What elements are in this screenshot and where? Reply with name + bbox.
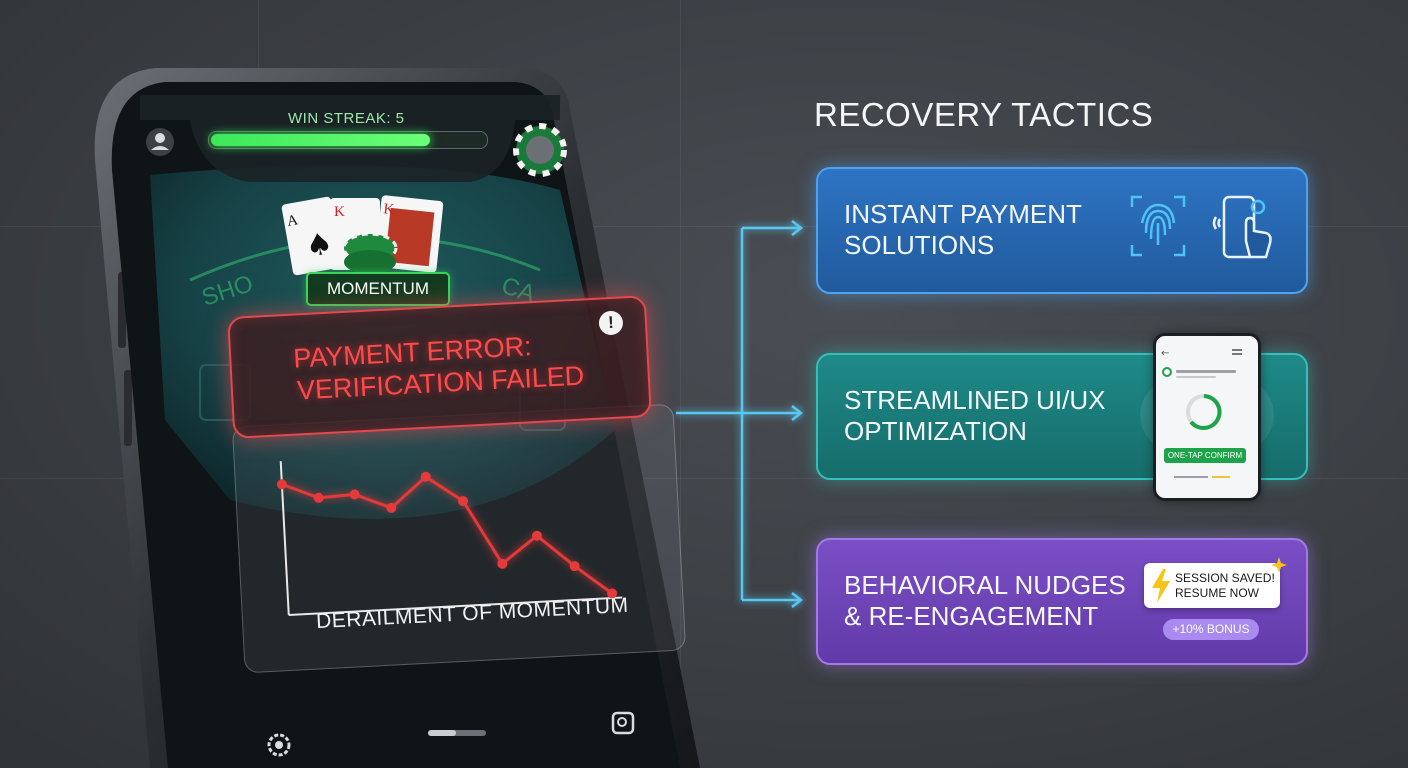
chart-point — [386, 502, 397, 513]
tactic-card-instant-payment: INSTANT PAYMENT SOLUTIONS — [816, 167, 1308, 294]
bg-grid-line — [0, 226, 1408, 227]
tap-to-pay-icon — [1212, 195, 1272, 259]
lightning-icon — [1152, 569, 1170, 603]
tactic-title-line: SOLUTIONS — [844, 230, 995, 260]
payment-error-alert: PAYMENT ERROR: VERIFICATION FAILED ! — [227, 295, 652, 439]
placeholder-line — [1212, 476, 1230, 478]
menu-icon — [1232, 353, 1242, 355]
fingerprint-icon — [1130, 195, 1186, 257]
menu-icon — [1232, 349, 1242, 351]
profile-icon[interactable] — [146, 128, 174, 156]
session-saved-notification[interactable]: SESSION SAVED! RESUME NOW — [1144, 557, 1287, 608]
chart-point — [569, 561, 580, 572]
tactic-title: STREAMLINED UI/UX OPTIMIZATION — [844, 385, 1106, 447]
placeholder-line — [1174, 476, 1208, 478]
bg-grid-line — [680, 0, 681, 768]
notification-action: RESUME NOW — [1175, 586, 1259, 600]
chart-point — [313, 492, 324, 503]
momentum-badge: MOMENTUM — [306, 272, 450, 306]
one-tap-confirm-button[interactable]: ONE-TAP CONFIRM — [1164, 448, 1246, 463]
chart-point — [607, 588, 618, 599]
momentum-chart-card — [231, 403, 687, 674]
card-label: K — [334, 204, 345, 220]
tactic-title-line: STREAMLINED UI/UX — [844, 385, 1106, 415]
volume-button — [124, 370, 132, 446]
chart-point — [420, 471, 431, 482]
chart-series-line — [281, 474, 613, 595]
alert-icon[interactable]: ! — [598, 310, 624, 336]
mockup-screen: ← — [1161, 348, 1242, 430]
card-label: A — [286, 212, 300, 230]
placeholder-line — [1176, 376, 1216, 378]
search-icon[interactable] — [611, 711, 635, 735]
win-streak-label: WIN STREAK: 5 — [288, 110, 405, 127]
chart-point — [349, 489, 360, 500]
bg-grid-line — [0, 478, 1408, 479]
placeholder-line — [1176, 370, 1236, 373]
bonus-badge[interactable]: +10% BONUS — [1163, 619, 1259, 640]
notification-title: SESSION SAVED! — [1175, 571, 1275, 585]
one-tap-phone-mockup: ← ONE-TAP CONFIRM — [1153, 333, 1261, 501]
status-dot — [1162, 367, 1172, 377]
tactic-title: BEHAVIORAL NUDGES & RE-ENGAGEMENT — [844, 570, 1126, 632]
chart-point — [497, 558, 508, 569]
tactic-title-line: BEHAVIORAL NUDGES — [844, 570, 1126, 600]
poker-chip-icon[interactable] — [513, 123, 567, 177]
sparkle-icon — [1271, 557, 1287, 573]
tactic-title: INSTANT PAYMENT SOLUTIONS — [844, 199, 1082, 261]
recovery-tactics-heading: RECOVERY TACTICS — [814, 96, 1154, 133]
arrow-icon — [791, 592, 804, 608]
chart-point — [531, 530, 542, 541]
chart-point — [276, 479, 287, 490]
win-streak-bar — [208, 131, 488, 149]
tactic-title-line: INSTANT PAYMENT — [844, 199, 1082, 229]
playing-cards: A ♠ K K — [281, 195, 444, 276]
progress-ring-fill — [1189, 394, 1222, 430]
win-streak-fill — [211, 134, 430, 146]
tactic-title-line: OPTIMIZATION — [844, 416, 1027, 446]
back-arrow-icon: ← — [1161, 348, 1169, 359]
momentum-line-chart — [276, 461, 623, 617]
tactic-title-line: & RE-ENGAGEMENT — [844, 601, 1099, 631]
card-label: K — [383, 201, 396, 218]
arrow-icon — [791, 405, 804, 421]
settings-icon[interactable] — [267, 733, 291, 757]
chart-point — [458, 496, 469, 507]
home-indicator-fill — [428, 730, 456, 736]
arrow-icon — [791, 220, 804, 236]
chart-x-axis — [288, 596, 623, 617]
